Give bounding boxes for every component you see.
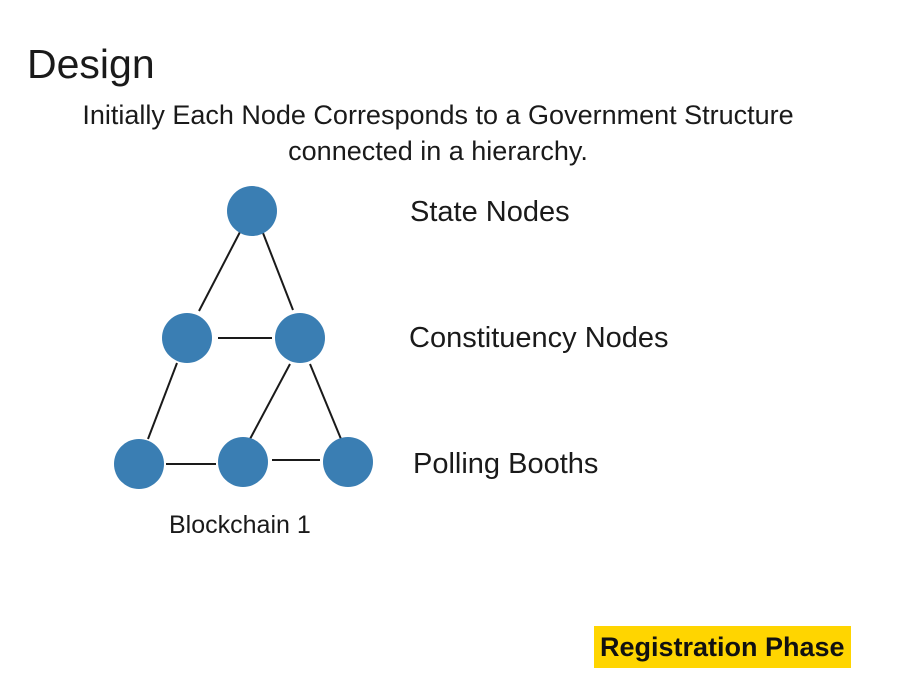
subtitle-line-1: Initially Each Node Corresponds to a Gov…	[82, 100, 794, 130]
phase-badge: Registration Phase	[594, 626, 851, 668]
booth-node-left	[114, 439, 164, 489]
edge-state-to-constituency-right	[262, 232, 294, 311]
slide-subtitle: Initially Each Node Corresponds to a Gov…	[0, 97, 876, 169]
edge-constituency-right-to-booth-right	[309, 363, 342, 440]
constituency-node-right	[275, 313, 325, 363]
state-node	[227, 186, 277, 236]
slide-title: Design	[27, 41, 155, 87]
edge-constituency-left-to-booth-left	[147, 362, 178, 440]
booth-node-right	[323, 437, 373, 487]
polling-booths-label: Polling Booths	[413, 448, 599, 480]
edge-state-to-constituency-left	[198, 231, 241, 312]
subtitle-line-2: connected in a hierarchy.	[288, 136, 588, 166]
diagram-edges	[147, 231, 342, 465]
booth-node-middle	[218, 437, 268, 487]
edge-constituency-right-to-booth-middle	[249, 363, 291, 440]
state-nodes-label: State Nodes	[410, 196, 570, 228]
constituency-nodes-label: Constituency Nodes	[409, 322, 669, 354]
diagram-nodes	[114, 186, 373, 489]
constituency-node-left	[162, 313, 212, 363]
diagram-caption: Blockchain 1	[169, 511, 311, 539]
